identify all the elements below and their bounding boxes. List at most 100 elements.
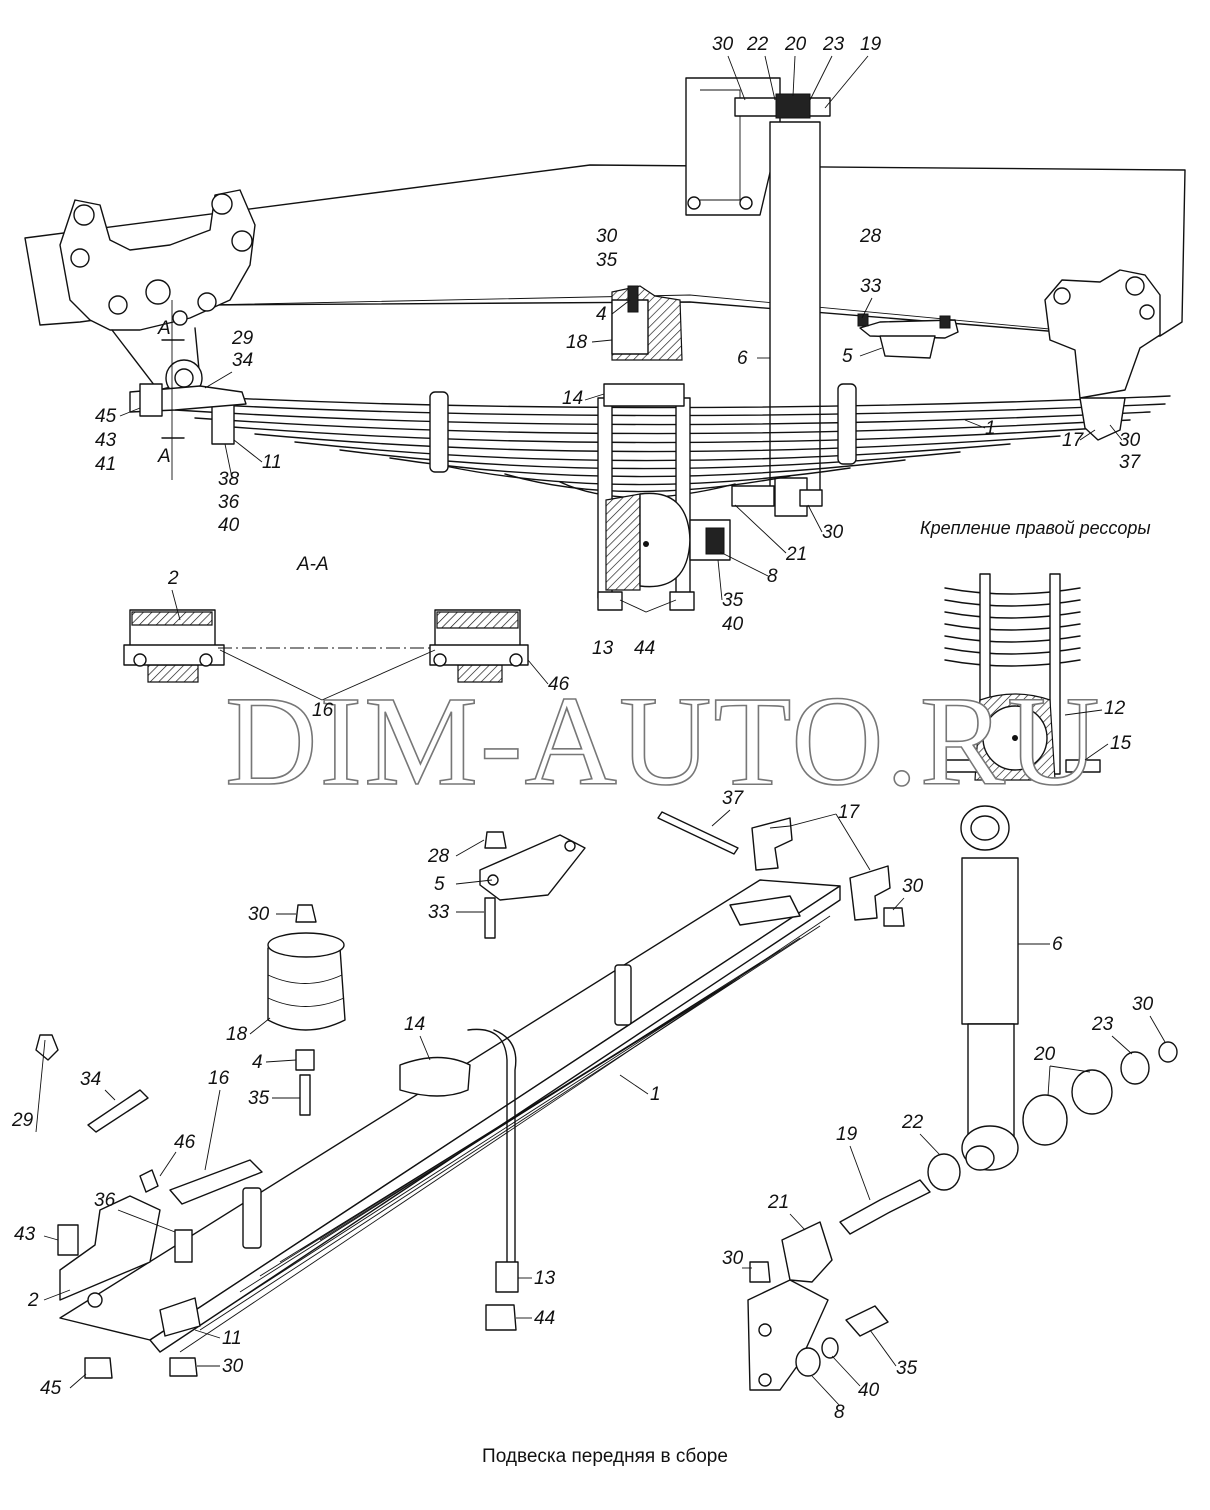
callout-label: 35 xyxy=(722,590,744,611)
callout-label: 22 xyxy=(901,1112,924,1133)
watermark: DIM-AUTO.RU xyxy=(225,670,1102,812)
callout-label: 17 xyxy=(1062,430,1085,451)
callout-label: 2 xyxy=(167,568,179,589)
callout-label: 6 xyxy=(737,348,748,369)
section-a-a-view xyxy=(123,609,529,683)
axle-and-u-bolts xyxy=(597,383,731,613)
callout-label: 11 xyxy=(222,1328,242,1349)
callout-label: 43 xyxy=(14,1224,36,1245)
callout-label: 13 xyxy=(592,638,614,659)
section-mark-a-top: A xyxy=(157,318,171,339)
exploded-shock-absorber xyxy=(747,805,1178,1391)
callout-label: 43 xyxy=(95,430,117,451)
callout-label: 18 xyxy=(226,1024,248,1045)
callout-label: 14 xyxy=(404,1014,425,1035)
callout-label: 40 xyxy=(858,1380,880,1401)
callout-label: 37 xyxy=(1119,452,1142,473)
front-eye-and-pin xyxy=(129,300,247,480)
rear-spring-bracket xyxy=(1044,269,1161,399)
callout-label: 35 xyxy=(248,1088,270,1109)
callout-label: 35 xyxy=(596,250,618,271)
callout-label: 22 xyxy=(746,34,769,55)
exploded-leaf-spring xyxy=(59,879,841,1353)
callout-label: 18 xyxy=(566,332,588,353)
figure-caption: Подвеска передняя в сборе xyxy=(482,1446,728,1467)
callout-label: 45 xyxy=(40,1378,62,1399)
callout-label: 19 xyxy=(860,34,882,55)
section-mark-a-bottom: A xyxy=(157,446,171,467)
callout-label: 6 xyxy=(1052,934,1063,955)
front-spring-bracket xyxy=(59,189,256,391)
callout-label: 30 xyxy=(596,226,618,247)
callout-label: 46 xyxy=(548,674,570,695)
callout-label: 4 xyxy=(596,304,607,325)
exploded-buffer-parts xyxy=(267,831,586,1116)
callout-label: 36 xyxy=(94,1190,116,1211)
callout-label: 23 xyxy=(1091,1014,1114,1035)
callout-label: 17 xyxy=(838,802,861,823)
callout-label: 20 xyxy=(784,34,807,55)
callout-label: 35 xyxy=(896,1358,918,1379)
callout-label: 30 xyxy=(712,34,734,55)
callout-label: 40 xyxy=(218,515,240,536)
callout-label: 44 xyxy=(534,1308,555,1329)
callout-label: 33 xyxy=(860,276,882,297)
callout-label: 29 xyxy=(231,328,254,349)
callout-label: 5 xyxy=(434,874,445,895)
callout-label: 30 xyxy=(248,904,270,925)
callout-label: 38 xyxy=(218,469,240,490)
shock-absorber-upper xyxy=(685,77,831,517)
exploded-callout-labels: 37 17 28 5 33 30 30 18 4 35 14 1 6 34 29… xyxy=(11,788,1154,1423)
callout-label: 19 xyxy=(836,1124,858,1145)
callout-label: 34 xyxy=(80,1069,101,1090)
callout-label: 8 xyxy=(834,1402,845,1423)
callout-label: 28 xyxy=(427,846,450,867)
callout-label: 33 xyxy=(428,902,450,923)
exploded-front-eye-parts xyxy=(35,1034,263,1379)
callout-label: 21 xyxy=(767,1192,789,1213)
callout-label: 36 xyxy=(218,492,240,513)
callout-label: 12 xyxy=(1104,698,1126,719)
callout-label: 30 xyxy=(902,876,924,897)
exploded-leader-lines xyxy=(35,809,1166,1407)
callout-label: 2 xyxy=(27,1290,39,1311)
callout-label: 40 xyxy=(722,614,744,635)
callout-label: 4 xyxy=(252,1052,263,1073)
section-title: A-A xyxy=(296,554,329,575)
callout-label: 28 xyxy=(859,226,882,247)
callout-label: 44 xyxy=(634,638,655,659)
exploded-bolt-and-plates xyxy=(657,811,905,927)
callout-label: 30 xyxy=(1132,994,1154,1015)
callout-label: 45 xyxy=(95,406,117,427)
callout-label: 15 xyxy=(1110,733,1132,754)
callout-label: 16 xyxy=(208,1068,230,1089)
callout-label: 8 xyxy=(767,566,778,587)
callout-label: 13 xyxy=(534,1268,556,1289)
detail-title: Крепление правой рессоры xyxy=(920,518,1151,538)
callout-label: 30 xyxy=(222,1356,244,1377)
callout-label: 30 xyxy=(1119,430,1141,451)
callout-label: 16 xyxy=(312,700,334,721)
callout-label: 30 xyxy=(722,1248,744,1269)
callout-label: 34 xyxy=(232,350,253,371)
callout-label: 46 xyxy=(174,1132,196,1153)
callout-label: 20 xyxy=(1033,1044,1056,1065)
exploded-u-bolt xyxy=(399,1028,519,1331)
callout-label: 21 xyxy=(785,544,807,565)
upper-leader-lines xyxy=(119,55,1123,761)
right-spring-mount-detail xyxy=(943,573,1101,781)
callout-label: 37 xyxy=(722,788,745,809)
upper-callout-labels: 30 22 20 23 19 30 35 4 18 28 33 5 6 29 3… xyxy=(95,34,1142,754)
callout-label: 23 xyxy=(822,34,845,55)
buffer-section xyxy=(611,285,959,361)
callout-label: 5 xyxy=(842,346,853,367)
leaf-spring-upper xyxy=(149,383,1171,499)
callout-label: 41 xyxy=(95,454,116,475)
callout-label: 29 xyxy=(11,1110,34,1131)
callout-label: 30 xyxy=(822,522,844,543)
callout-label: 11 xyxy=(262,452,282,473)
callout-label: 1 xyxy=(650,1084,661,1105)
callout-label: 14 xyxy=(562,388,583,409)
callout-label: 1 xyxy=(985,418,996,439)
